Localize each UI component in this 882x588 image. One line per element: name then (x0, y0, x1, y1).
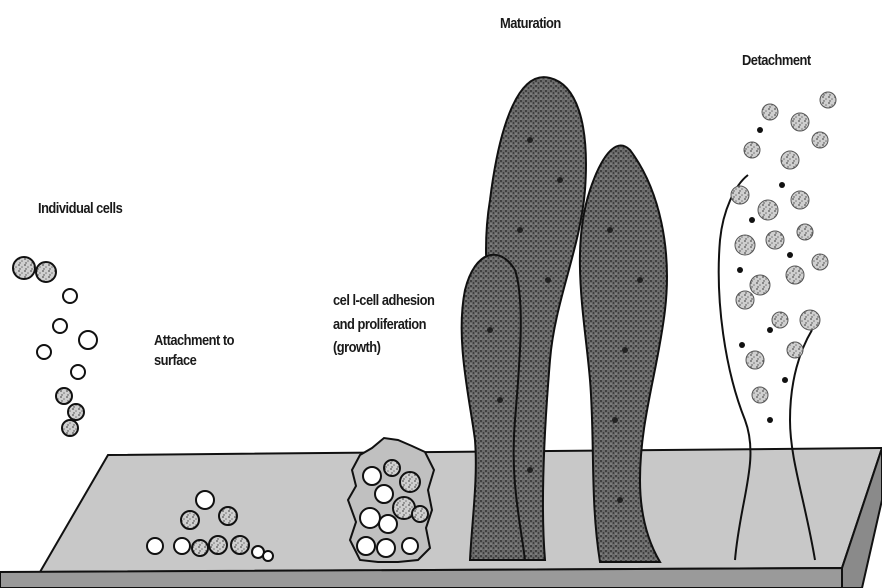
label-adhesion-line2: and proliferation (333, 315, 426, 335)
label-individual-cells: Individual cells (38, 199, 122, 219)
label-adhesion-line1: cel l-cell adhesion (333, 291, 434, 311)
label-detachment: Detachment (742, 51, 811, 71)
label-adhesion-line3: (growth) (333, 338, 380, 358)
microcolony-group (348, 438, 434, 562)
label-maturation: Maturation (500, 14, 561, 34)
label-attachment-line2: surface (154, 351, 196, 371)
label-attachment-line1: Attachment to (154, 331, 234, 351)
individual-cells-group (13, 257, 97, 436)
